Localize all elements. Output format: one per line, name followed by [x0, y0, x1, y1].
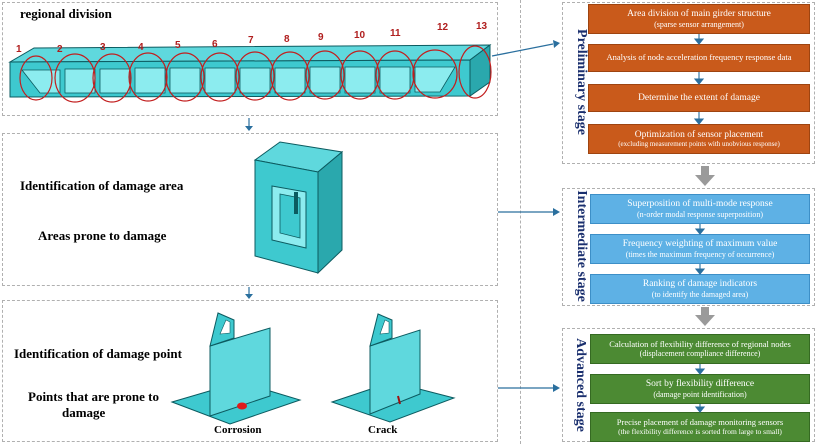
region-number-3: 3: [100, 42, 106, 53]
main-girder-drawing: 1 2 3 4 5 6 7 8 9 10 11 12 13: [8, 21, 492, 103]
advanced-step-2: Sort by flexibility difference (damage p…: [590, 374, 810, 404]
region-number-7: 7: [248, 35, 254, 46]
region-number-5: 5: [175, 40, 181, 51]
corrosion-drawing: Corrosion: [170, 312, 302, 436]
intermediate-stage-panel: [562, 188, 815, 306]
center-divider: [520, 0, 521, 444]
damage-area-subtitle: Areas prone to damage: [38, 228, 167, 243]
damage-point-subtitle-line2: damage: [62, 405, 106, 420]
down-arrow-2: [245, 287, 253, 299]
damage-area-panel: [2, 133, 498, 286]
down-arrow-1: [245, 118, 253, 131]
region-number-6: 6: [212, 39, 218, 50]
preliminary-stage-panel: [562, 2, 815, 164]
crack-marker: [397, 395, 401, 405]
damage-point-panel: [2, 300, 498, 442]
region-ellipses: [19, 45, 492, 103]
crack-drawing: Crack: [330, 313, 456, 436]
region-number-1: 1: [16, 44, 22, 55]
advanced-step-3: Precise placement of damage monitoring s…: [590, 412, 810, 442]
intermediate-step-2: Frequency weighting of maximum value (ti…: [590, 234, 810, 264]
region-numbers: 1 2 3 4 5 6 7 8 9 10 11 12 13: [16, 21, 488, 55]
regional-division-title: regional division: [20, 6, 112, 21]
damage-area-title: Identification of damage area: [20, 178, 184, 193]
damage-point-title: Identification of damage point: [14, 346, 182, 361]
advanced-step-1: Calculation of flexibility difference of…: [590, 334, 810, 364]
intermediate-step-1: Superposition of multi-mode response (n-…: [590, 194, 810, 224]
region-number-12: 12: [437, 22, 449, 33]
corrosion-marker: [237, 402, 247, 410]
girder-segment-drawing: [253, 141, 344, 275]
region-number-2: 2: [57, 44, 63, 55]
region-number-10: 10: [354, 30, 366, 41]
corrosion-label: Corrosion: [214, 424, 261, 436]
regional-division-panel: [2, 2, 498, 116]
preliminary-step-1: Area division of main girder structure (…: [588, 4, 810, 34]
region-number-11: 11: [390, 28, 401, 39]
region-number-9: 9: [318, 32, 324, 43]
region-number-4: 4: [138, 42, 144, 53]
crack-label: Crack: [368, 424, 398, 436]
region-number-13: 13: [476, 21, 488, 32]
damage-point-subtitle-line1: Points that are prone to: [28, 389, 159, 404]
intermediate-step-3: Ranking of damage indicators (to identif…: [590, 274, 810, 304]
girder-web-openings: [21, 66, 456, 94]
region-number-8: 8: [284, 34, 290, 45]
